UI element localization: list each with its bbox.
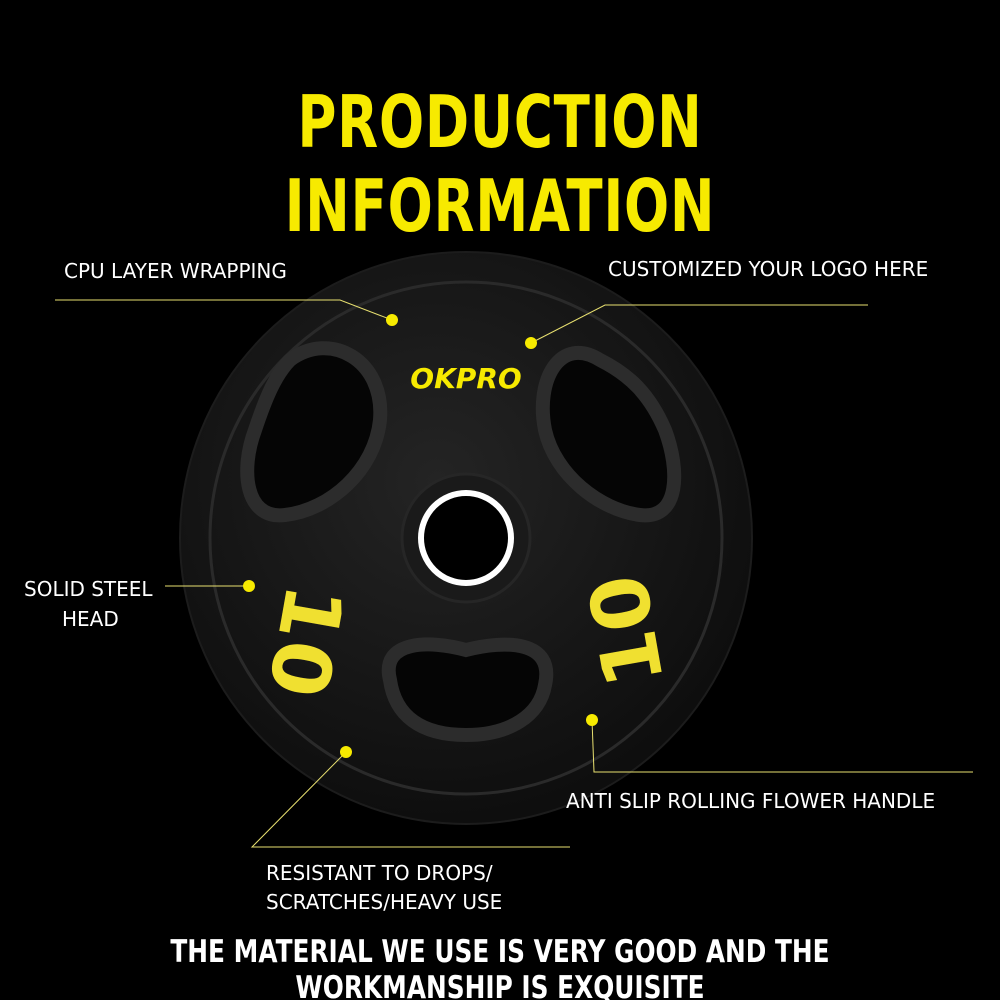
callout-handle: ANTI SLIP ROLLING FLOWER HANDLE xyxy=(566,789,936,813)
weight-number-left: 10 xyxy=(250,578,361,704)
callout-resistant-line1: RESISTANT TO DROPS/ xyxy=(266,861,493,885)
plate-logo: OKPRO xyxy=(410,362,521,395)
callout-dots xyxy=(243,314,598,758)
callout-custom-logo: CUSTOMIZED YOUR LOGO HERE xyxy=(608,257,929,281)
page-title: PRODUCTION INFORMATION xyxy=(284,80,716,248)
grip-hole-bottom xyxy=(381,637,554,743)
callout-resistant-line2: SCRATCHES/HEAVY USE xyxy=(266,890,503,914)
grip-hole-right xyxy=(535,346,682,523)
callout-steel-head-line1: SOLID STEEL xyxy=(24,577,153,601)
weight-plate: OKPRO 10 10 xyxy=(179,251,753,825)
footer-tagline: THE MATERIAL WE USE IS VERY GOOD AND THE… xyxy=(170,934,830,1000)
callout-cpu-layer: CPU LAYER WRAPPING xyxy=(64,259,287,283)
leader-lines xyxy=(55,299,973,848)
callout-steel-head-line2: HEAD xyxy=(62,607,119,631)
grip-hole-left xyxy=(240,341,388,523)
steel-sleeve xyxy=(418,490,514,586)
weight-number-right: 10 xyxy=(571,568,682,694)
